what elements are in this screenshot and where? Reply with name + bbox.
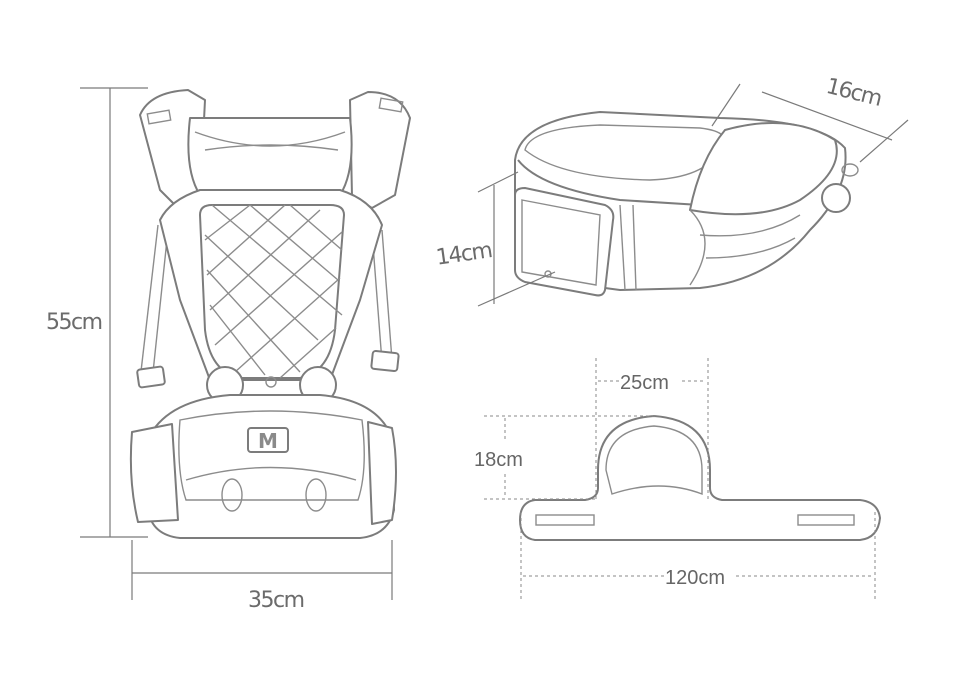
seat-height-label: 14cm: [435, 238, 494, 270]
belt-length-dimension: 120cm: [520, 512, 876, 600]
belt-top-height-label: 18cm: [474, 449, 523, 471]
carrier-height-label: 55cm: [46, 310, 102, 335]
belt-top-width-dimension: 25cm: [595, 358, 709, 500]
carrier-height-dimension: 55cm: [46, 87, 148, 538]
seat-belt-illustration: [519, 415, 881, 541]
quilting-pattern: [204, 204, 343, 379]
baby-carrier-illustration: M: [129, 89, 411, 539]
belt-top-height-dimension: 18cm: [474, 415, 655, 500]
hip-seat-illustration: [514, 111, 859, 297]
belt-top-width-label: 25cm: [620, 372, 669, 394]
seat-depth-label: 16cm: [824, 74, 884, 112]
carrier-width-label: 35cm: [248, 588, 304, 613]
belt-length-label: 120cm: [665, 567, 725, 589]
carrier-width-dimension: 35cm: [131, 540, 393, 613]
carrier-logo-letter: M: [258, 429, 278, 453]
